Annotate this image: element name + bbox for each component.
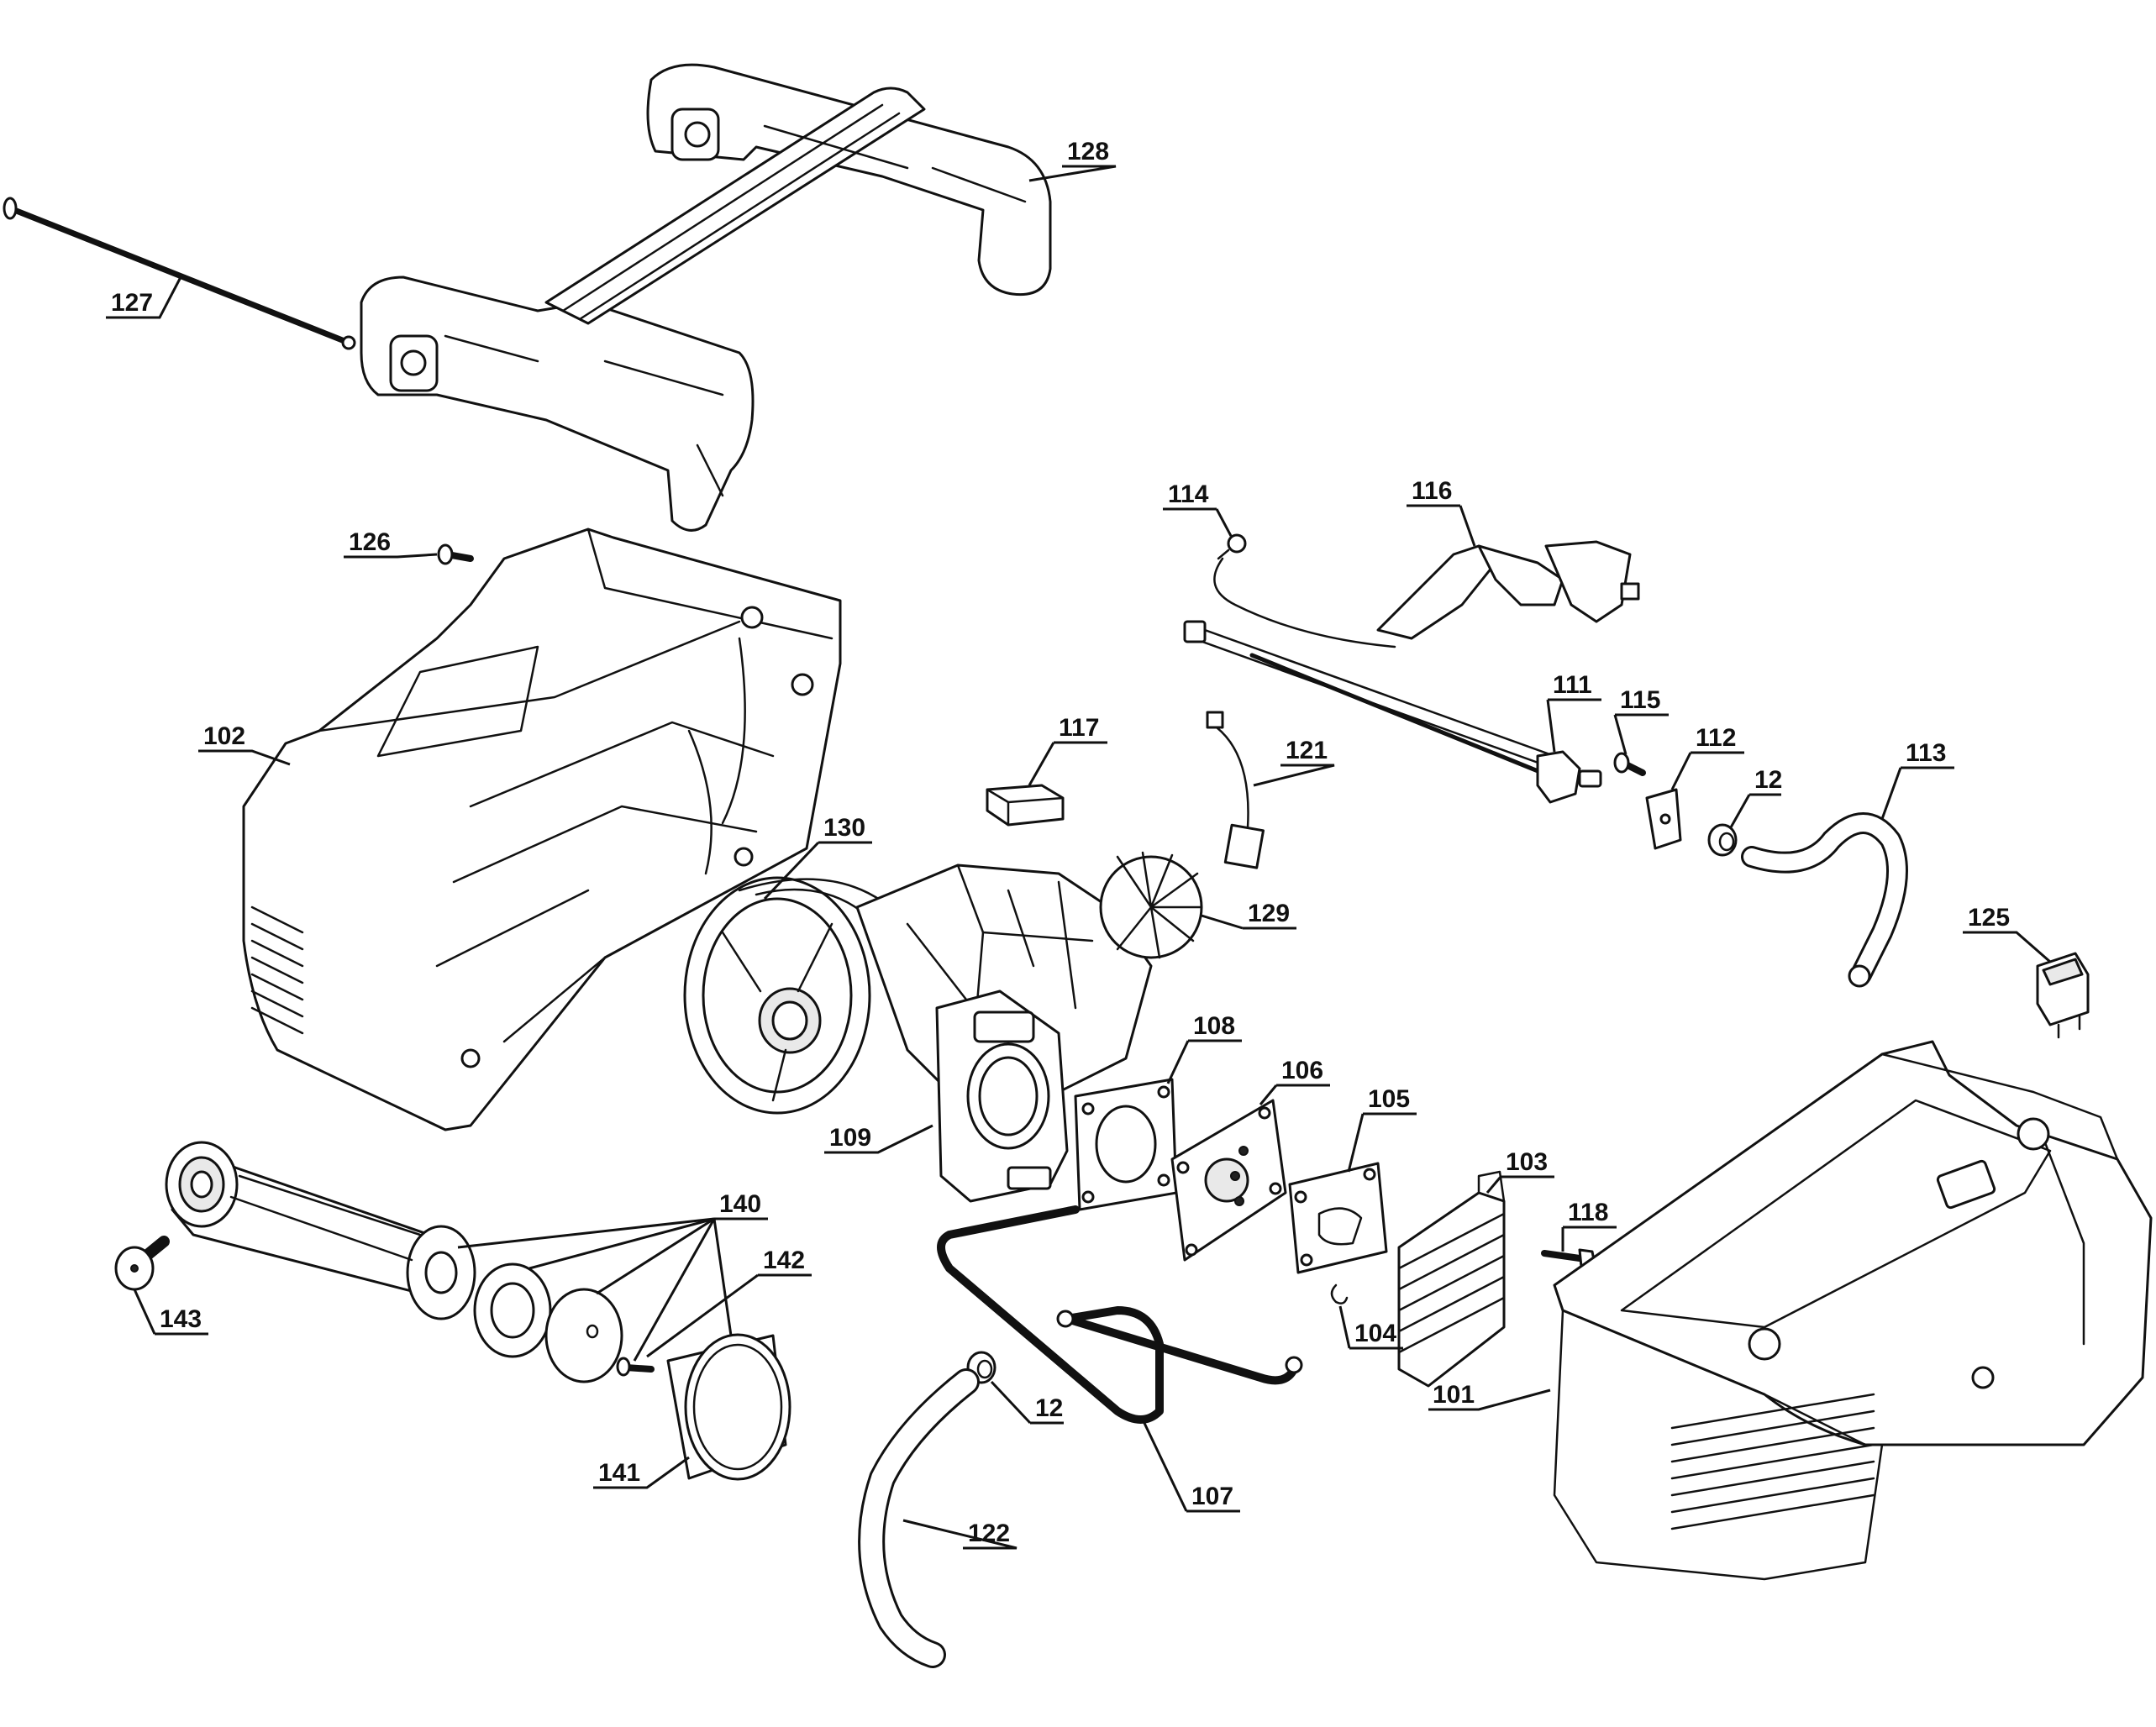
label-116: 116 bbox=[1407, 477, 1476, 547]
part-117-pad bbox=[986, 784, 1065, 827]
label-109: 109 bbox=[824, 1124, 933, 1154]
part-112-bracket bbox=[1645, 788, 1682, 850]
part-101-front-housing bbox=[1553, 1040, 2153, 1581]
svg-text:105: 105 bbox=[1368, 1085, 1410, 1113]
label-129: 129 bbox=[1201, 900, 1296, 930]
label-125: 125 bbox=[1963, 904, 2051, 963]
label-115: 115 bbox=[1613, 686, 1669, 755]
svg-text:108: 108 bbox=[1193, 1012, 1235, 1040]
label-12-upper: 12 bbox=[1729, 766, 1782, 828]
svg-text:106: 106 bbox=[1281, 1057, 1323, 1084]
svg-text:12: 12 bbox=[1754, 766, 1782, 794]
part-12-clamp-upper bbox=[1707, 823, 1738, 857]
label-105: 105 bbox=[1347, 1085, 1417, 1173]
label-130: 130 bbox=[763, 814, 872, 900]
part-122-hose bbox=[858, 1368, 980, 1668]
label-112: 112 bbox=[1670, 724, 1744, 790]
label-121: 121 bbox=[1253, 737, 1335, 787]
part-143-bolt bbox=[114, 1236, 170, 1291]
part-114-screw bbox=[1217, 533, 1247, 560]
label-104: 104 bbox=[1338, 1305, 1403, 1350]
svg-text:117: 117 bbox=[1059, 714, 1099, 742]
svg-text:104: 104 bbox=[1354, 1320, 1396, 1347]
label-126: 126 bbox=[344, 528, 438, 559]
part-113-hose bbox=[1741, 812, 1908, 988]
svg-text:107: 107 bbox=[1191, 1483, 1233, 1510]
label-107: 107 bbox=[1141, 1419, 1240, 1513]
part-141-cylinder-sleeve bbox=[666, 1333, 791, 1481]
rear-vent-grille bbox=[250, 905, 304, 1035]
part-111-tube bbox=[1183, 620, 1602, 804]
svg-text:143: 143 bbox=[160, 1305, 202, 1333]
svg-text:121: 121 bbox=[1286, 737, 1328, 764]
part-106-valve-plate bbox=[1170, 1099, 1287, 1262]
svg-text:125: 125 bbox=[1968, 904, 2010, 932]
part-connecting-rod bbox=[165, 1141, 476, 1320]
svg-text:126: 126 bbox=[349, 528, 391, 556]
label-141: 141 bbox=[593, 1456, 690, 1489]
part-115-screw bbox=[1613, 752, 1646, 776]
label-122: 122 bbox=[902, 1519, 1018, 1550]
part-140-rings bbox=[473, 1262, 623, 1383]
label-127: 127 bbox=[106, 276, 182, 319]
svg-text:113: 113 bbox=[1906, 739, 1946, 767]
svg-text:115: 115 bbox=[1620, 686, 1660, 714]
part-107-tube bbox=[937, 1205, 1303, 1424]
svg-text:142: 142 bbox=[763, 1247, 805, 1274]
svg-text:103: 103 bbox=[1506, 1148, 1548, 1176]
part-129-motor bbox=[855, 851, 1203, 1102]
label-102: 102 bbox=[198, 722, 291, 766]
motor-fan bbox=[1099, 851, 1203, 959]
label-103: 103 bbox=[1486, 1148, 1554, 1194]
svg-text:130: 130 bbox=[823, 814, 865, 842]
svg-text:12: 12 bbox=[1035, 1394, 1063, 1422]
svg-text:116: 116 bbox=[1412, 477, 1452, 505]
part-108-gasket bbox=[1074, 1078, 1178, 1211]
part-121-wire bbox=[1206, 711, 1265, 869]
part-142-screw bbox=[616, 1357, 655, 1377]
svg-text:129: 129 bbox=[1248, 900, 1290, 927]
part-128-handle bbox=[360, 63, 1052, 532]
label-118: 118 bbox=[1561, 1199, 1617, 1252]
part-116-cord-assembly bbox=[1213, 540, 1640, 648]
label-114: 114 bbox=[1163, 480, 1233, 537]
svg-text:141: 141 bbox=[598, 1459, 640, 1487]
svg-text:128: 128 bbox=[1067, 138, 1109, 165]
label-140: 140 bbox=[457, 1190, 768, 1362]
label-128: 128 bbox=[1028, 138, 1117, 182]
svg-text:127: 127 bbox=[111, 289, 153, 317]
svg-text:114: 114 bbox=[1168, 480, 1209, 508]
label-12-lower: 12 bbox=[990, 1380, 1064, 1425]
part-127-rod bbox=[3, 197, 356, 350]
part-102-rear-housing bbox=[242, 528, 842, 1131]
svg-text:109: 109 bbox=[829, 1124, 871, 1152]
svg-text:111: 111 bbox=[1553, 671, 1592, 699]
part-103-cylinder-head bbox=[1397, 1170, 1506, 1388]
part-130-pulley-belt bbox=[683, 876, 909, 1115]
label-111: 111 bbox=[1546, 671, 1601, 753]
svg-text:101: 101 bbox=[1433, 1381, 1475, 1409]
part-105-head-gasket bbox=[1288, 1162, 1388, 1274]
part-109-pump-head bbox=[935, 989, 1069, 1203]
front-vent-grille bbox=[1670, 1393, 1875, 1530]
part-126-screw bbox=[437, 543, 474, 565]
svg-text:122: 122 bbox=[968, 1520, 1010, 1547]
part-104-clip bbox=[1330, 1283, 1349, 1304]
label-106: 106 bbox=[1259, 1057, 1330, 1105]
svg-text:140: 140 bbox=[719, 1190, 761, 1218]
label-142: 142 bbox=[646, 1247, 812, 1358]
label-101: 101 bbox=[1428, 1381, 1551, 1411]
part-125-switch bbox=[2036, 952, 2090, 1039]
label-143: 143 bbox=[133, 1289, 208, 1336]
svg-text:118: 118 bbox=[1568, 1199, 1608, 1226]
label-117: 117 bbox=[1028, 714, 1107, 786]
svg-text:112: 112 bbox=[1696, 724, 1736, 752]
label-108: 108 bbox=[1166, 1012, 1242, 1084]
svg-text:102: 102 bbox=[203, 722, 245, 750]
label-113: 113 bbox=[1880, 739, 1954, 820]
